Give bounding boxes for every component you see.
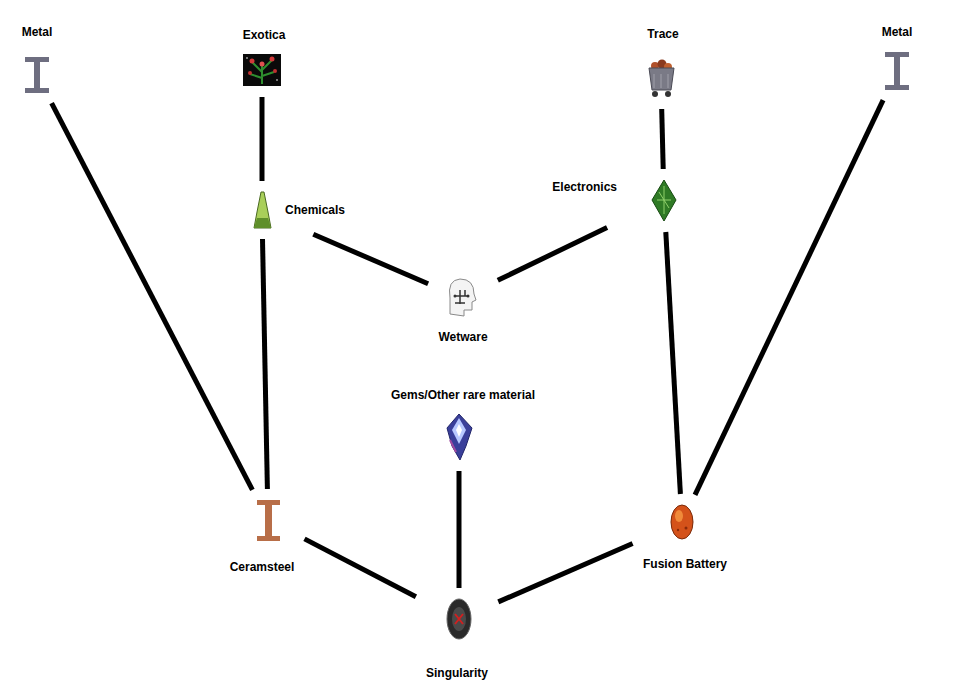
connector-line <box>263 239 268 489</box>
resource-node: Wetware <box>435 276 490 347</box>
resource-node: Metal <box>19 22 56 96</box>
trace-icon <box>649 60 674 98</box>
connector-line <box>313 234 428 284</box>
wetware-icon <box>449 279 476 316</box>
node-label: Exotica <box>243 28 286 42</box>
node-label: Trace <box>647 27 678 41</box>
connector-line <box>662 109 664 169</box>
connector-line <box>260 97 265 181</box>
fusion-battery-icon <box>671 505 693 539</box>
connector-line <box>52 103 253 490</box>
exotica-icon <box>243 54 281 86</box>
connector-line <box>305 539 416 597</box>
chemicals-icon <box>254 192 271 228</box>
resource-node: Trace <box>644 24 681 101</box>
gems-icon <box>447 414 472 460</box>
resource-node: Electronics <box>549 177 679 224</box>
electronics-icon <box>652 180 676 221</box>
singularity-icon <box>447 599 471 639</box>
metal-icon <box>885 52 909 90</box>
node-label: Chemicals <box>285 203 345 217</box>
resource-node: Chemicals <box>251 189 348 231</box>
node-label: Wetware <box>438 330 487 344</box>
resource-node: Metal <box>879 22 916 93</box>
connector-line <box>457 471 462 588</box>
resource-node: Exotica <box>240 25 289 89</box>
node-label: Gems/Other rare material <box>391 388 535 402</box>
node-label: Electronics <box>552 180 617 194</box>
resource-node: Ceramsteel <box>227 497 298 577</box>
resource-node: Gems/Other rare material <box>388 385 538 463</box>
node-label: Ceramsteel <box>230 560 295 574</box>
metal-icon <box>25 57 49 93</box>
ceramsteel-icon <box>257 500 280 541</box>
connector-line <box>695 100 883 495</box>
node-label: Metal <box>22 25 53 39</box>
connector-line <box>498 228 607 281</box>
node-label: Fusion Battery <box>643 557 727 571</box>
connector-line <box>666 232 681 494</box>
node-label: Metal <box>882 25 913 39</box>
resource-node: Fusion Battery <box>640 502 730 574</box>
resource-node: Singularity <box>423 596 491 683</box>
connector-line <box>498 544 632 602</box>
node-label: Singularity <box>426 666 488 680</box>
